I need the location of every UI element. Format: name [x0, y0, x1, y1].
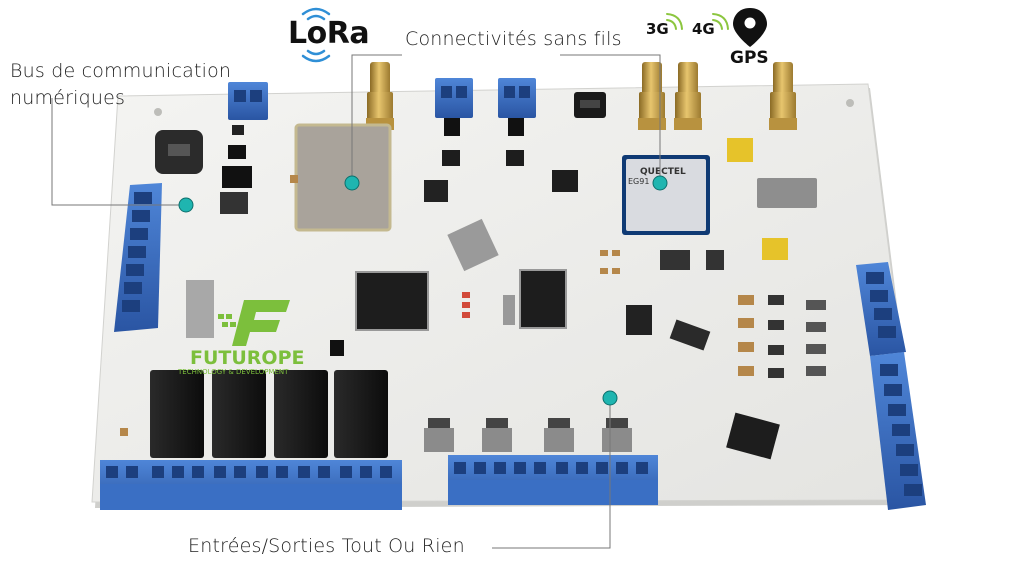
usb-connector — [574, 92, 606, 118]
gps-pin-icon — [733, 8, 767, 47]
top-terminal-blocks — [228, 78, 536, 120]
bottom-terminal-block-left — [100, 460, 402, 510]
lora-wave-icon — [301, 7, 331, 63]
bus-label-line-1: Bus de communication — [10, 60, 232, 82]
lora-logo-text: LoRa — [288, 16, 370, 51]
antenna-connectors — [366, 62, 797, 130]
markers — [178, 175, 668, 406]
wireless-leader-line — [560, 54, 661, 183]
microcontrollers — [355, 118, 780, 460]
relays — [150, 370, 388, 458]
lora-leader-line — [351, 54, 402, 183]
io-label: Entrées/Sorties Tout Ou Rien — [188, 535, 465, 557]
bus-marker — [178, 197, 194, 213]
4g-logo-text: 4G — [692, 20, 715, 38]
lte-modem: QUECTEL EG91 — [622, 155, 710, 235]
bottom-terminal-block-right — [448, 455, 658, 505]
3g-logo-text: 3G — [646, 20, 669, 38]
io-marker — [602, 390, 618, 406]
signal-4g-icon — [712, 13, 729, 30]
bus-label-line-2: numériques — [10, 87, 126, 109]
signal-3g-icon — [666, 13, 683, 30]
right-terminal-blocks — [856, 262, 926, 510]
power-section — [155, 125, 252, 214]
modem-model: EG91 — [628, 177, 649, 186]
wireless-label: Connectivités sans fils — [405, 28, 622, 50]
lora-marker — [344, 175, 360, 191]
modem-maker: QUECTEL — [640, 167, 686, 177]
brand-name: FUTUROPE — [190, 347, 304, 369]
brand-subtitle: TECHNOLOGY & DEVELOPMENT — [177, 368, 289, 376]
bus-leader-line — [51, 98, 186, 206]
wireless-marker — [652, 175, 668, 191]
leader-lines — [51, 54, 661, 549]
output-transistors — [424, 418, 632, 452]
yellow-components — [727, 138, 817, 260]
left-terminal-block — [114, 183, 162, 332]
futurope-logo: FUTUROPE TECHNOLOGY & DEVELOPMENT — [177, 300, 304, 376]
bus-label: Bus de communication numériques — [10, 58, 231, 112]
smd-passives — [120, 175, 826, 436]
io-leader-line — [492, 398, 611, 549]
gps-logo-text: GPS — [730, 48, 769, 68]
lora-module — [294, 123, 392, 232]
header-pins — [186, 180, 724, 356]
